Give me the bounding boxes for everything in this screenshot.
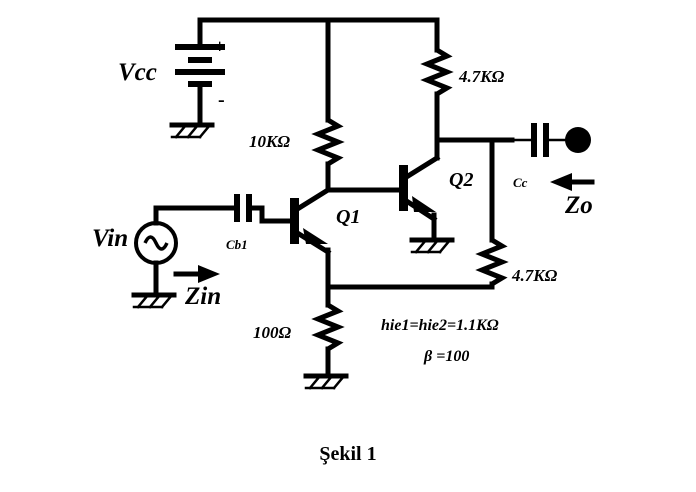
ground-symbol-vcc xyxy=(169,122,215,139)
resistor-10k xyxy=(311,117,345,193)
gnd-q2-hatch-3 xyxy=(438,238,452,254)
r47k-bottom-zigzag xyxy=(475,237,509,287)
r100-value-label: 100Ω xyxy=(253,323,292,342)
ground-symbol-vin xyxy=(131,292,177,309)
cb1-label: Cb1 xyxy=(226,237,248,252)
gnd-q2-hatch-2 xyxy=(426,238,440,254)
vcc-label: Vcc xyxy=(118,59,157,86)
r100-zigzag xyxy=(311,302,345,352)
resistor-47k-collector xyxy=(420,47,454,143)
gnd-q2-hatch-1 xyxy=(414,238,428,254)
gnd-vcc-hatch-1 xyxy=(174,123,188,139)
zo-arrow xyxy=(550,173,595,191)
cc-label: Cc xyxy=(513,175,528,190)
zin-arrow xyxy=(173,265,220,283)
vin-sine-glyph xyxy=(143,235,169,251)
gnd-vin-hatch-1 xyxy=(136,293,150,309)
supply-rail xyxy=(197,17,440,123)
q1-base-bar xyxy=(290,198,299,244)
capacitor-cc xyxy=(510,123,591,157)
q1-collector-lead xyxy=(295,186,332,212)
ground-symbol-q2 xyxy=(409,237,455,254)
output-terminal-dot xyxy=(565,127,591,153)
figure-caption: Şekil 1 xyxy=(319,443,377,465)
resistor-100 xyxy=(311,284,345,379)
gnd-emitter-hatch-1 xyxy=(308,374,322,390)
q1-emitter-arrow xyxy=(303,228,328,244)
gnd-emitter-hatch-2 xyxy=(320,374,334,390)
zo-arrow-head xyxy=(550,173,572,191)
source-vin xyxy=(134,205,218,298)
r47k-output-value-label: 4.7KΩ xyxy=(511,266,558,285)
q1-label: Q1 xyxy=(336,206,360,228)
vcc-minus-sign: - xyxy=(218,89,225,111)
transistor-q2 xyxy=(399,137,441,243)
q2-base-bar xyxy=(399,165,408,211)
vcc-battery-symbol xyxy=(175,44,225,128)
vin-label: Vin xyxy=(92,225,128,252)
gnd-vin-hatch-3 xyxy=(160,293,174,309)
output-node-net xyxy=(434,137,515,243)
r10k-value-label: 10KΩ xyxy=(249,132,290,151)
q2-label: Q2 xyxy=(449,169,473,191)
vcc-plus-sign: + xyxy=(214,36,225,58)
gnd-emitter-hatch-3 xyxy=(332,374,346,390)
gnd-vcc-hatch-3 xyxy=(198,123,212,139)
capacitor-cb1 xyxy=(212,194,265,224)
r10k-zigzag xyxy=(311,117,345,167)
beta-note-label: β =100 xyxy=(423,348,469,365)
ground-symbol-emitter xyxy=(303,373,349,390)
gnd-vin-hatch-2 xyxy=(148,293,162,309)
q2-emitter-arrow xyxy=(412,196,436,212)
zo-label: Zo xyxy=(564,192,593,219)
r47k-top-zigzag xyxy=(420,47,454,97)
q2-collector-lead xyxy=(404,154,441,180)
resistor-47k-output xyxy=(325,237,509,290)
zin-arrow-head xyxy=(198,265,220,283)
transistor-q1 xyxy=(259,186,332,290)
hie-note-label: hie1=hie2=1.1KΩ xyxy=(381,317,499,334)
gnd-vcc-hatch-2 xyxy=(186,123,200,139)
r47k-collector-value-label: 4.7KΩ xyxy=(458,67,505,86)
zin-label: Zin xyxy=(184,283,221,310)
